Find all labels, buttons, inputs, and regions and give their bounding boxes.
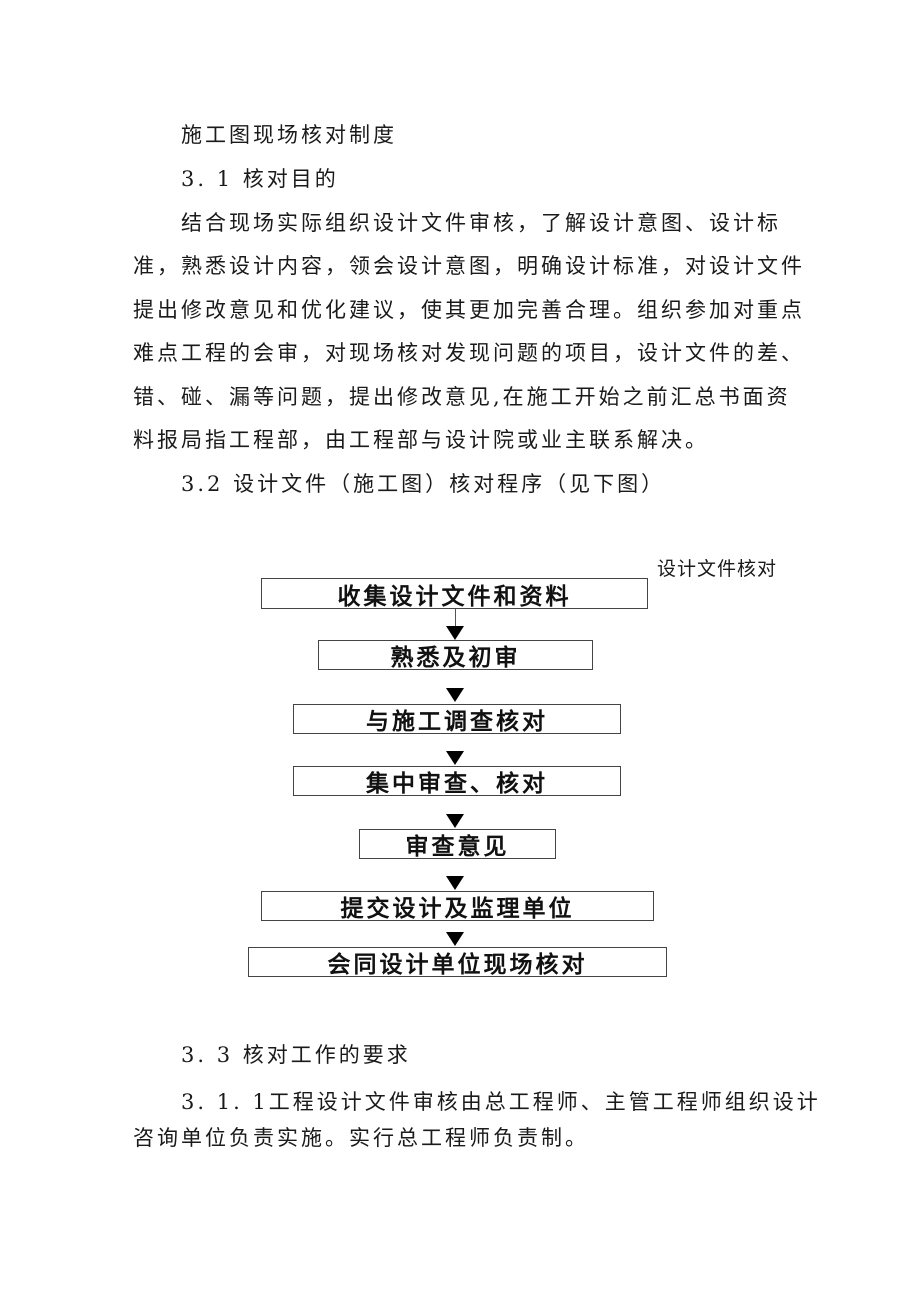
section-3-2-heading: 3.2 设计文件（施工图）核对程序（见下图） — [181, 472, 666, 496]
paragraph-line: 3. 1. 1工程设计文件审核由总工程师、主管工程师组织设计 — [181, 1090, 821, 1114]
flow-step-onsite-verification: 会同设计单位现场核对 — [248, 947, 667, 978]
paragraph-line: 准，熟悉设计内容，领会设计意图，明确设计标准，对设计文件 — [133, 254, 805, 278]
flow-step-preliminary-review: 熟悉及初审 — [318, 640, 593, 671]
arrow-down-icon — [446, 751, 464, 765]
section-3-3-heading: 3. 3 核对工作的要求 — [181, 1043, 411, 1067]
paragraph-line: 错、碰、漏等问题，提出修改意见,在施工开始之前汇总书面资 — [133, 385, 791, 409]
flow-step-survey-check: 与施工调查核对 — [293, 704, 621, 735]
paragraph-line: 提出修改意见和优化建议，使其更加完善合理。组织参加对重点 — [133, 298, 805, 322]
flow-step-centralized-review: 集中审查、核对 — [293, 766, 621, 797]
paragraph-line: 咨询单位负责实施。实行总工程师负责制。 — [133, 1126, 589, 1150]
arrow-down-icon — [446, 626, 464, 640]
arrow-down-icon — [446, 932, 464, 946]
flowchart-caption: 设计文件核对 — [657, 558, 778, 580]
document-title: 施工图现场核对制度 — [181, 123, 397, 147]
flow-step-review-opinion: 审查意见 — [359, 829, 556, 860]
flow-step-submit: 提交设计及监理单位 — [261, 891, 654, 922]
paragraph-line: 难点工程的会审，对现场核对发现问题的项目，设计文件的差、 — [133, 341, 805, 365]
paragraph-line: 结合现场实际组织设计文件审核，了解设计意图、设计标 — [181, 211, 781, 235]
paragraph-line: 料报局指工程部，由工程部与设计院或业主联系解决。 — [133, 428, 709, 452]
flow-step-collect: 收集设计文件和资料 — [261, 578, 648, 610]
arrow-down-icon — [446, 876, 464, 890]
arrow-down-icon — [446, 688, 464, 702]
section-3-1-heading: 3. 1 核对目的 — [181, 167, 339, 191]
arrow-down-icon — [446, 814, 464, 828]
connector-line — [455, 609, 456, 627]
